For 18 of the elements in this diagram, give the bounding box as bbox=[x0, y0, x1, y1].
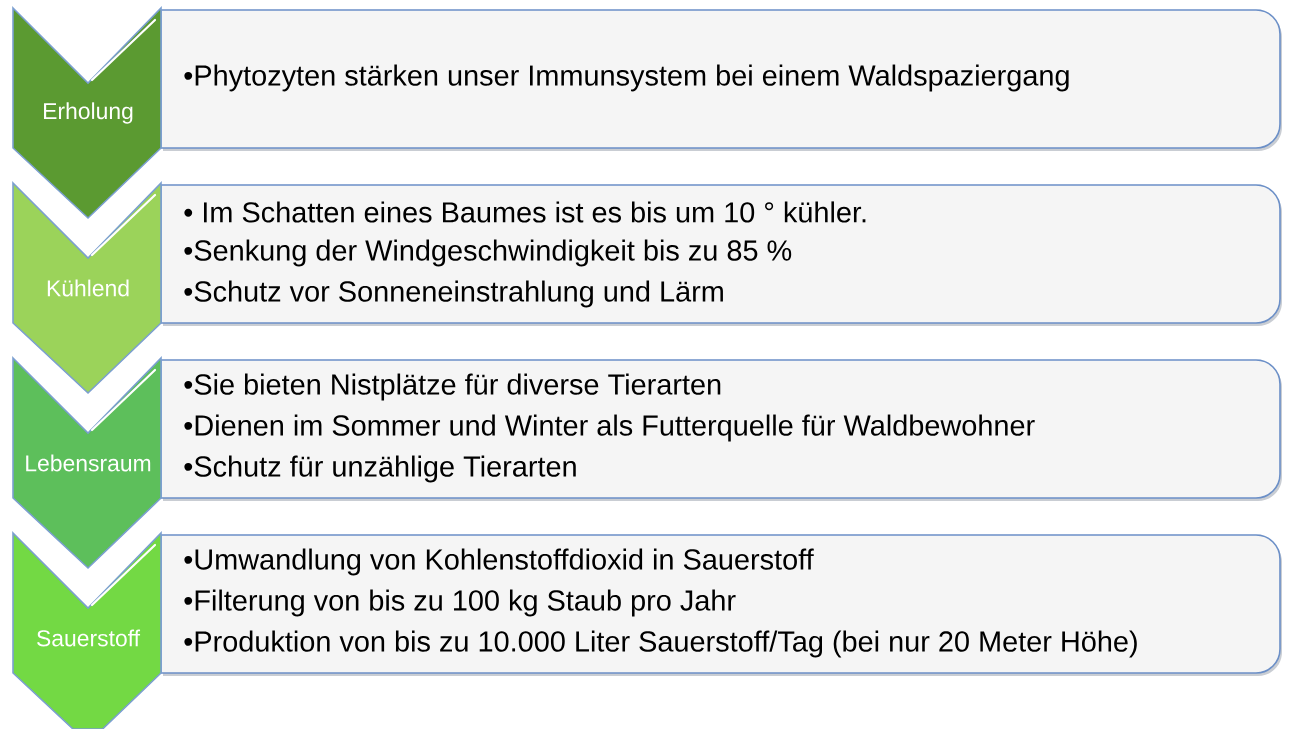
bullet-point: •Dienen im Sommer und Winter als Futterquelle für Waldbewohner bbox=[184, 414, 1035, 442]
bullet-point: •Senkung der Windgeschwindigkeit bis zu 85 % bbox=[184, 239, 792, 267]
chevron-step: Sauerstoff bbox=[12, 531, 162, 729]
bullet-point: •Filterung von bis zu 100 kg Staub pro Jahr bbox=[184, 589, 736, 617]
bullet-point: •Umwandlung von Kohlenstoffdioxid in Sauerstoff bbox=[184, 548, 814, 576]
chevron-step: Lebensraum bbox=[12, 356, 162, 570]
bullet-point: •Phytozyten stärken unser Immunsystem bei einem Waldspaziergang bbox=[184, 64, 1069, 92]
bullet-point: • Im Schatten eines Baumes ist es bis um 10 ° kühler. bbox=[184, 201, 866, 223]
text-box bbox=[160, 359, 1282, 501]
text-box bbox=[160, 184, 1282, 326]
chevron-step: Kühlend bbox=[12, 181, 162, 395]
bullet-point: •Schutz vor Sonneneinstrahlung und Lärm bbox=[184, 280, 723, 308]
bullet-point: •Sie bieten Nistplätze für diverse Tierarten bbox=[184, 373, 721, 401]
bullet-point: •Schutz für unzählige Tierarten bbox=[184, 455, 576, 483]
chevron-step: Erholung bbox=[12, 6, 162, 220]
text-box bbox=[160, 9, 1282, 151]
text-box bbox=[160, 534, 1282, 676]
bullet-point: •Produktion von bis zu 10.000 Liter Sauerstoff/Tag (bei nur 20 Meter Höhe) bbox=[184, 630, 1137, 658]
